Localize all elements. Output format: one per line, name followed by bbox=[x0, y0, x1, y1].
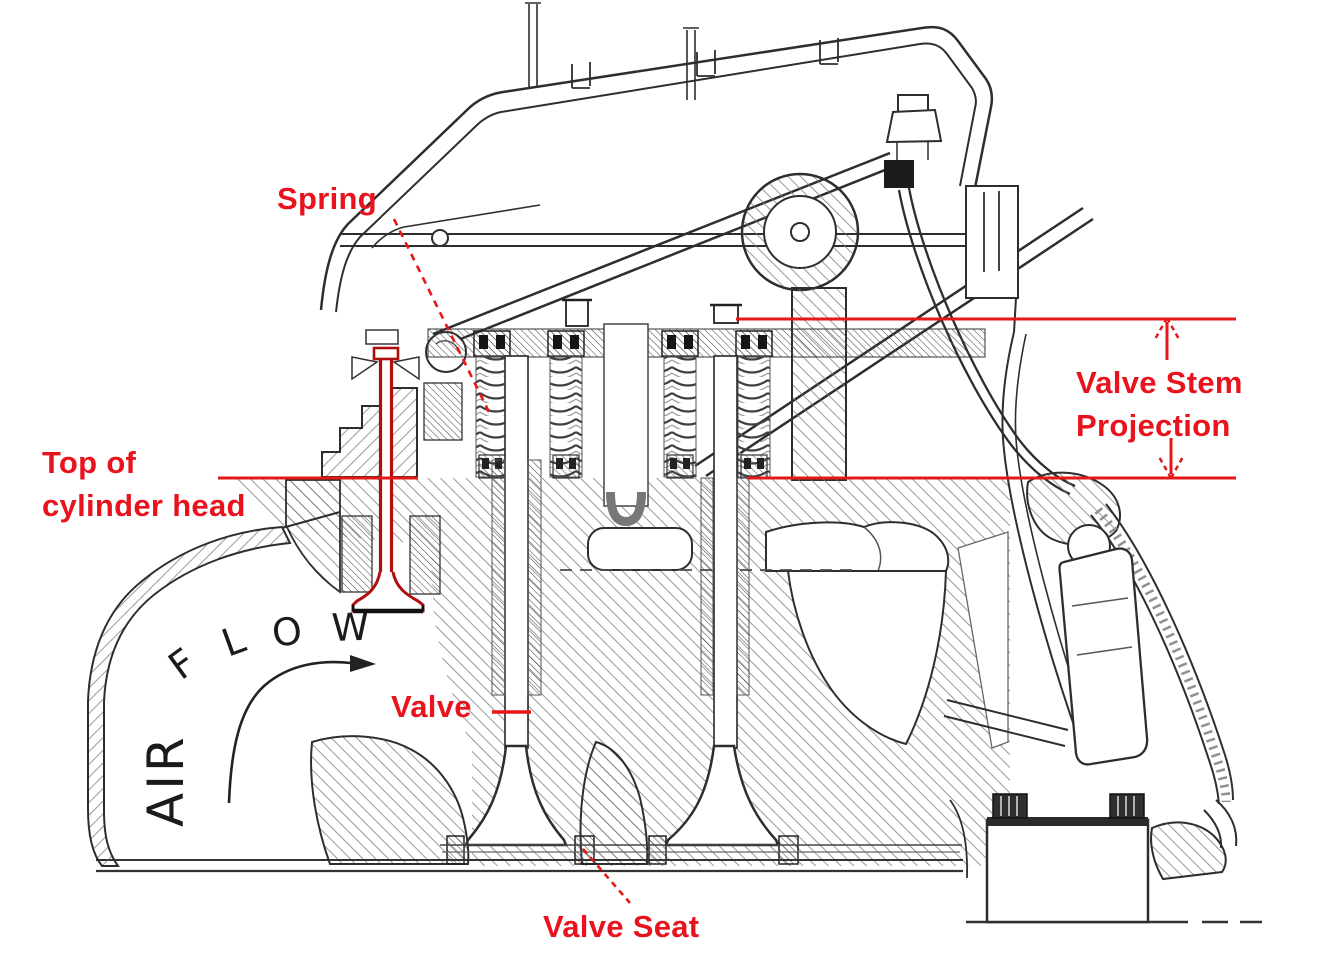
port-divider-left bbox=[310, 735, 470, 865]
valve-guide-left bbox=[341, 515, 373, 593]
valve-seat-inserts bbox=[446, 835, 799, 865]
rocker-pedestal bbox=[791, 287, 847, 481]
right-port-runner bbox=[786, 570, 948, 746]
mount-stud bbox=[1109, 793, 1145, 819]
fuel-fitting bbox=[884, 94, 943, 188]
head-left-steps bbox=[321, 387, 418, 478]
valve-stem-projection-line1: Valve Stem bbox=[1076, 365, 1243, 400]
mount-stud bbox=[992, 793, 1028, 819]
valve-springs bbox=[473, 330, 773, 479]
cover-top-notches bbox=[571, 38, 839, 89]
valve-label: Valve bbox=[391, 689, 472, 724]
arrowhead-icon bbox=[350, 655, 376, 672]
vent-rods bbox=[525, 2, 699, 100]
head-ports bbox=[560, 521, 1009, 749]
right-wall bbox=[1001, 331, 1092, 741]
valve-stem-projection-line2: Projection bbox=[1076, 408, 1231, 443]
vsp-down-arrow bbox=[1156, 438, 1186, 479]
valve-stem-projection-label: Valve Stem Projection bbox=[1076, 361, 1243, 447]
air-flow-arrow bbox=[227, 655, 376, 804]
banjo-bolt bbox=[884, 160, 914, 188]
top-of-cylinder-head-label: Top of cylinder head bbox=[42, 441, 246, 527]
valve-cover-outline bbox=[319, 2, 994, 313]
top-of-cylinder-head-line1: Top of bbox=[42, 445, 137, 480]
valve-spring bbox=[547, 330, 585, 479]
air-flow-text: AIR F L O W bbox=[137, 605, 370, 827]
valve-guide-right bbox=[409, 515, 441, 595]
valve-tip bbox=[372, 346, 400, 361]
red-annotation-lines bbox=[218, 218, 1236, 904]
vsp-up-arrow bbox=[1152, 317, 1182, 360]
pump-body bbox=[943, 524, 1149, 766]
top-of-cylinder-head-line2: cylinder head bbox=[42, 488, 246, 523]
valve-stem-tips bbox=[562, 298, 742, 327]
spring-leader-line bbox=[392, 218, 491, 413]
highlighted-valve bbox=[351, 329, 425, 614]
right-bracket bbox=[965, 185, 1019, 333]
valve-spring bbox=[735, 330, 773, 479]
air-horn-rim bbox=[87, 525, 292, 867]
spring-label: Spring bbox=[277, 181, 377, 216]
air-text: AIR bbox=[137, 734, 195, 827]
right-port-roof bbox=[765, 521, 950, 572]
flow-letter-f: F bbox=[160, 640, 204, 688]
port-divider-center bbox=[579, 740, 649, 865]
mounting-block bbox=[949, 793, 1227, 924]
head-left-wedge bbox=[285, 479, 341, 594]
flow-letter-o: O bbox=[269, 608, 305, 656]
center-port bbox=[587, 527, 693, 571]
valve-seat-label: Valve Seat bbox=[543, 909, 700, 944]
spring-deck bbox=[427, 328, 986, 358]
intake-valve-2 bbox=[664, 355, 780, 847]
valve-spring bbox=[661, 330, 699, 479]
cover-bolt bbox=[431, 229, 449, 247]
pushrod-bore bbox=[603, 323, 649, 526]
valve-seat-leader-line bbox=[582, 848, 631, 904]
intake-valve-1 bbox=[464, 355, 568, 847]
flow-letter-l: L bbox=[216, 617, 251, 666]
